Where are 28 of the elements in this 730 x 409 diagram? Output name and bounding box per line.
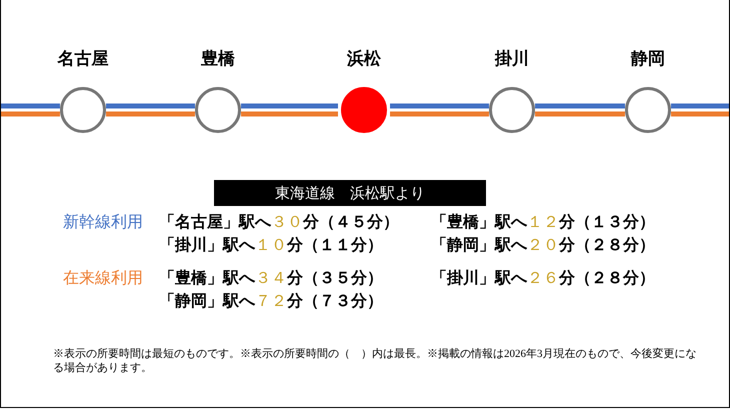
rail-line	[1, 104, 60, 108]
rail-line	[535, 112, 625, 116]
station-name: 豊橋	[200, 48, 236, 70]
travel-time-text: 「掛川」駅へ２６分（２８分）	[431, 268, 655, 289]
rail-line	[106, 112, 195, 116]
travel-time-text: 「名古屋」駅へ３０分（４５分）	[159, 212, 399, 233]
travel-time-text: 「静岡」駅へ２０分（２８分）	[431, 236, 655, 256]
heading-banner: 東海道線 浜松駅より	[214, 180, 486, 206]
travel-time-text: 「豊橋」駅へ１２分（１３分）	[431, 212, 655, 233]
rail-line	[241, 112, 338, 116]
travel-time-text: 「豊橋」駅へ３４分（３５分）	[159, 268, 383, 289]
rail-line	[1, 112, 60, 116]
category-heading: 新幹線利用	[63, 212, 143, 233]
station-name: 静岡	[630, 48, 666, 70]
travel-time-text: 「静岡」駅へ７２分（７３分）	[159, 292, 383, 312]
rail-line	[106, 104, 195, 108]
rail-line	[535, 104, 625, 108]
travel-time-text: 「掛川」駅へ１０分（１１分）	[159, 236, 383, 256]
rail-line	[390, 112, 489, 116]
station-name: 掛川	[494, 48, 530, 70]
rail-line	[390, 104, 489, 108]
rail-line	[671, 104, 729, 108]
station-name: 名古屋	[56, 48, 110, 70]
rail-line	[241, 104, 338, 108]
rail-line	[671, 112, 729, 116]
footnote: ※表示の所要時間は最短のものです。※表示の所要時間の（ ）内は最長。※掲載の情報は2026年3月現在のもので、今後変更になる場合があります。	[53, 347, 698, 375]
category-heading: 在来線利用	[63, 268, 143, 289]
station-name: 浜松	[346, 48, 382, 70]
